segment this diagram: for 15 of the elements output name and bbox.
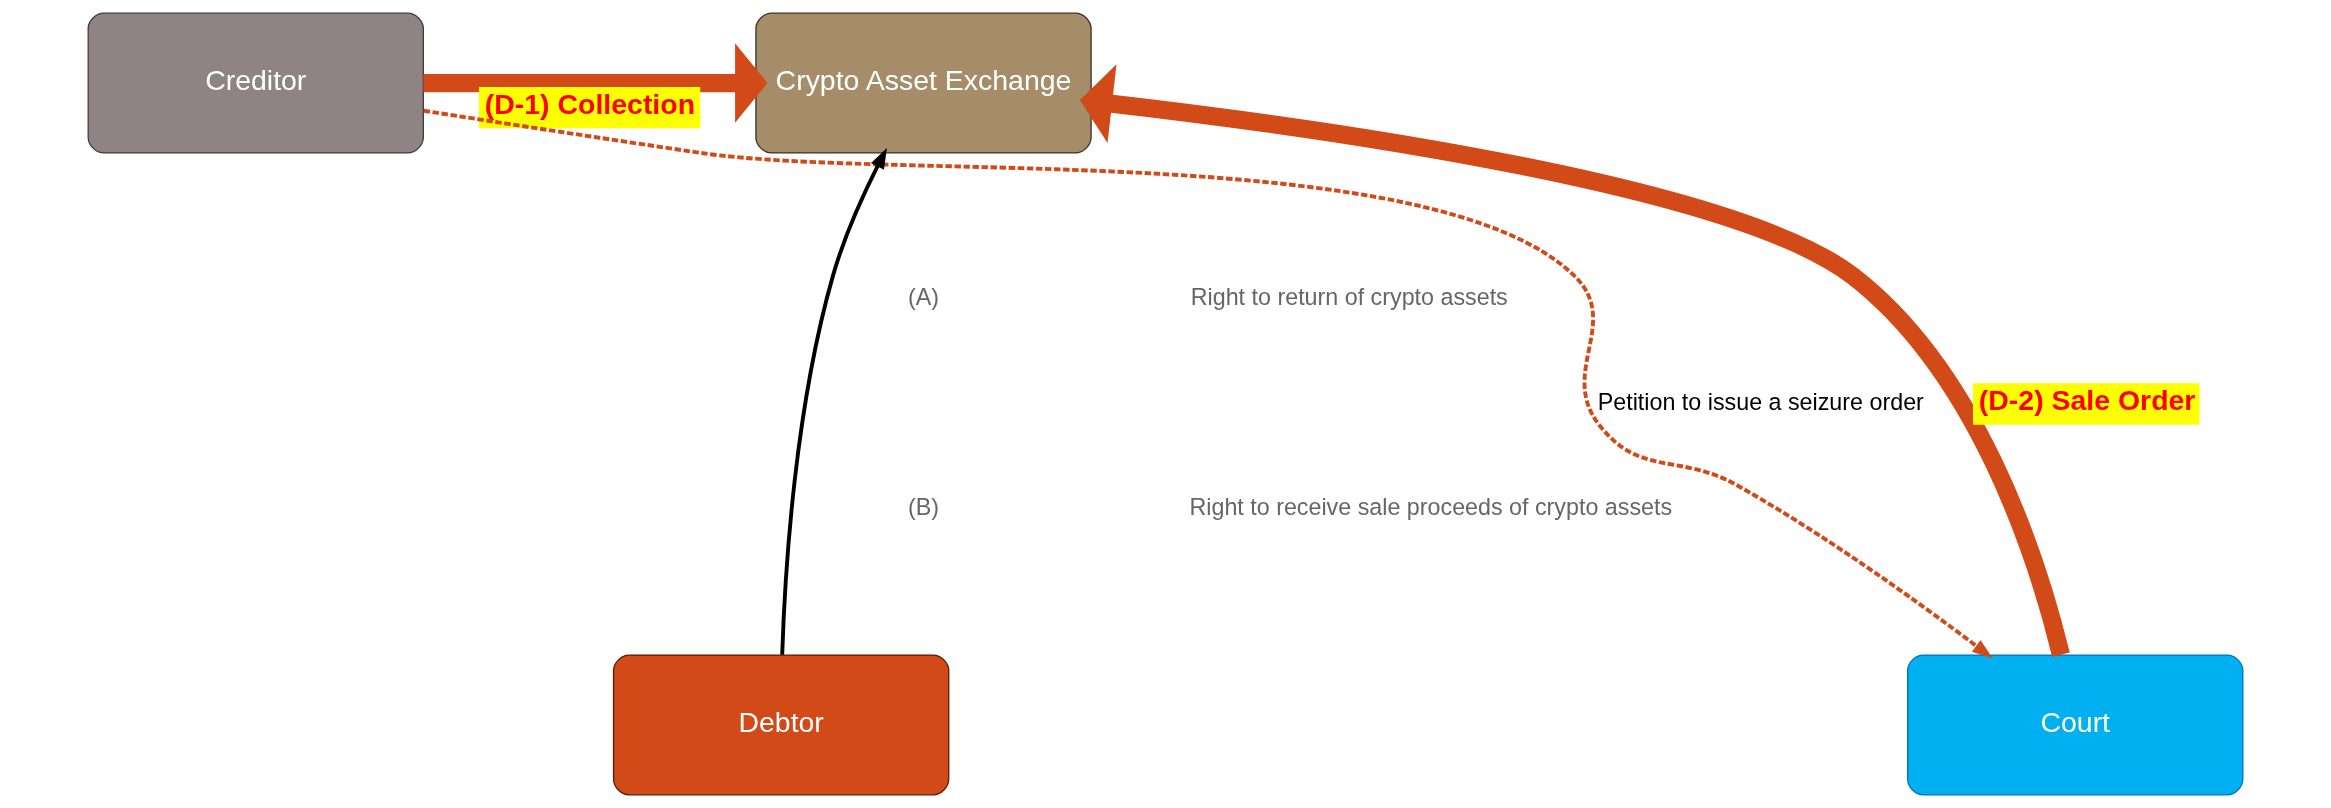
label: (B): [907, 493, 940, 520]
node-box: Debtor: [612, 654, 950, 796]
edge-label: (D-1) Collection: [484, 87, 696, 120]
edge-label: Petition to issue a seizure order: [1597, 388, 1924, 415]
arrow: [780, 147, 887, 655]
label: Right to return of crypto assets: [1190, 283, 1508, 310]
edge-label: (D-2) Sale Order: [1978, 383, 2196, 416]
label: (A): [907, 283, 940, 310]
arrow: [423, 43, 768, 123]
arrow: [423, 108, 1993, 659]
label: Right to receive sale proceeds of crypto assets: [1189, 493, 1673, 520]
node-box: Crypto Asset Exchange: [755, 12, 1092, 154]
node-box: Court: [1907, 654, 2244, 796]
arrow: [1079, 64, 2070, 657]
node-box: Creditor: [87, 12, 424, 154]
